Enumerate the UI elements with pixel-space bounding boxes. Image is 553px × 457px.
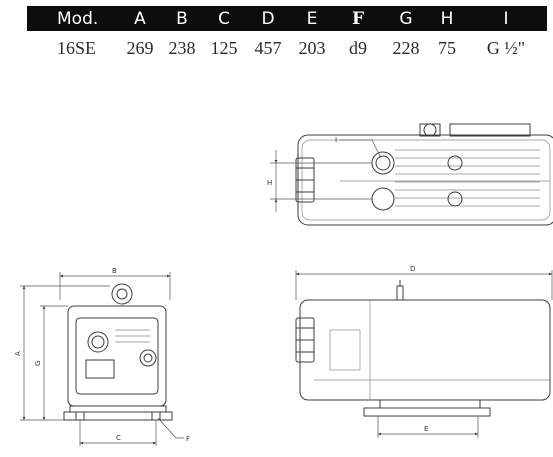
cell-g: 228 <box>392 37 420 58</box>
cell-c: 125 <box>210 37 238 58</box>
dim-label-b: B <box>112 267 117 275</box>
dim-label-d: D <box>410 265 415 273</box>
header-c: C <box>203 6 245 31</box>
header-b: B <box>161 6 203 31</box>
dim-label-h: H <box>267 179 272 187</box>
side-view: D E <box>295 265 553 438</box>
cell-e: 203 <box>298 37 326 58</box>
cell-d: 457 <box>254 37 282 58</box>
cell-b: 238 <box>168 37 196 58</box>
dim-label-g: G <box>34 361 42 366</box>
dimension-table: Mod. A B C D E F G H I 16SE 269 238 125 … <box>27 6 547 65</box>
header-d: D <box>245 6 291 31</box>
cell-a: 269 <box>126 37 154 58</box>
header-model: Mod. <box>27 6 119 31</box>
header-e: E <box>291 6 333 31</box>
front-view: B A G C F <box>14 267 190 446</box>
header-h: H <box>429 6 465 31</box>
header-g: G <box>383 6 429 31</box>
table-row: 16SE 269 238 125 457 203 d9 228 75 G ½" <box>27 31 547 65</box>
cell-model: 16SE <box>57 37 97 58</box>
cell-i: G ½" <box>486 37 526 58</box>
dim-label-a: A <box>14 351 22 356</box>
cell-h: 75 <box>438 37 456 58</box>
dim-label-e: E <box>424 425 428 433</box>
header-i: I <box>465 6 547 31</box>
dim-label-c: C <box>116 434 121 442</box>
header-a: A <box>119 6 161 31</box>
top-view: I H <box>267 123 553 226</box>
header-f: F <box>333 6 383 31</box>
dim-label-f: F <box>186 435 190 443</box>
cell-f: d9 <box>349 37 367 58</box>
dim-label-i: I <box>335 136 337 144</box>
table-header-row: Mod. A B C D E F G H I <box>27 6 547 31</box>
